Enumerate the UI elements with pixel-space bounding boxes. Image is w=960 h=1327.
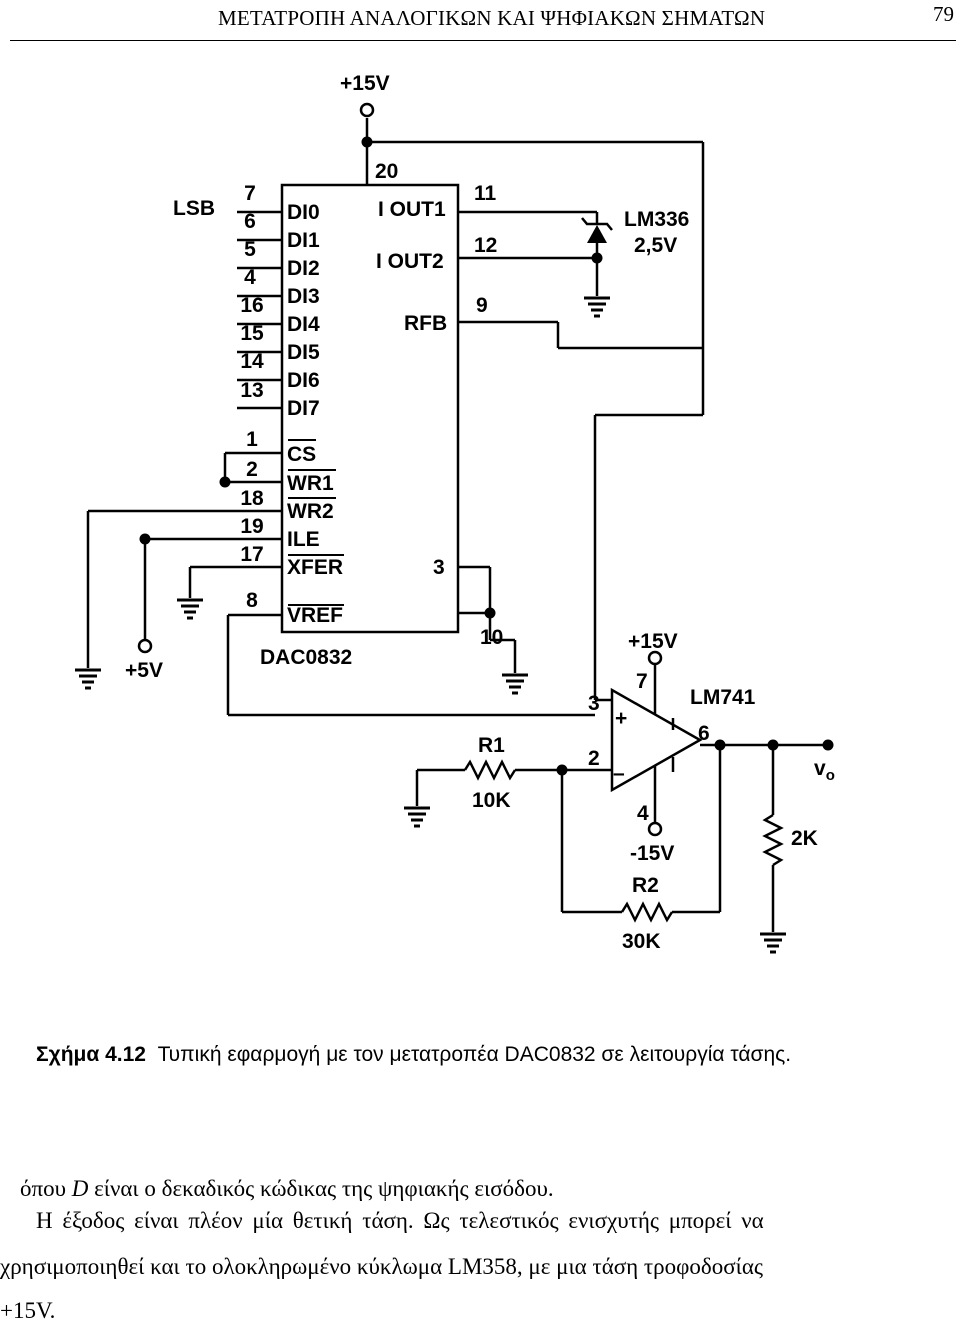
- body-text-fragment: είναι ο δεκαδικός κώδικας της ψηφιακής ε…: [88, 1176, 554, 1201]
- variable-d: D: [71, 1176, 89, 1201]
- body-text-line: χρησιμοποιηθεί και το ολοκληρωμένο κύκλω…: [0, 1254, 764, 1279]
- data-input-label: DI7: [287, 397, 320, 420]
- lm336-label: LM336: [624, 208, 689, 231]
- input-pin-number: 4: [244, 266, 256, 289]
- r1-value-label: 10K: [472, 789, 511, 812]
- r2-value-label: 30K: [622, 930, 661, 953]
- opamp-pin-7: 7: [636, 670, 648, 693]
- vref-pin-number: 8: [246, 589, 258, 612]
- ground-icon: [402, 806, 432, 828]
- input-pin-number: 5: [244, 238, 256, 261]
- plus5v-terminal-icon: [137, 638, 153, 654]
- control-pin-number: 1: [246, 428, 258, 451]
- data-input-label: DI5: [287, 341, 320, 364]
- running-header: ΜΕΤΑΤΡΟΠΗ ΑΝΑΛΟΓΙΚΩΝ ΚΑΙ ΨΗΦΙΑΚΩΝ ΣΗΜΑΤΩ…: [10, 0, 956, 41]
- control-pin-number: 2: [246, 458, 258, 481]
- circuit-diagram: +15V LSB 7 6 5 4 16 15 14 13 DI0 DI1 DI2…: [73, 72, 835, 954]
- pin-11-number: 11: [474, 182, 497, 205]
- input-pin-number: 7: [244, 182, 256, 205]
- opamp-vplus-label: +15V: [628, 630, 678, 653]
- plus15v-terminal-icon: [359, 102, 375, 118]
- opamp-vminus-terminal-icon: [647, 821, 663, 837]
- input-pin-number: 15: [240, 322, 264, 345]
- input-pin-number: 6: [244, 210, 256, 233]
- vref-label: VREF: [287, 604, 343, 627]
- iout2-label: I OUT2: [376, 250, 444, 273]
- ground-symbols: [73, 296, 788, 954]
- control-input-label: WR2: [287, 500, 334, 523]
- opamp-pin-2: 2: [588, 747, 600, 770]
- opamp-pin-6: 6: [698, 722, 710, 745]
- pin-9-number: 9: [476, 294, 488, 317]
- opamp-plus-sign: +: [615, 707, 627, 730]
- input-pin-number: 16: [240, 294, 263, 317]
- control-pin-number: 18: [240, 487, 264, 510]
- output-terminal-icon: [822, 739, 834, 751]
- pin-12-number: 12: [474, 234, 497, 257]
- ground-icon: [175, 598, 205, 620]
- lm336-zener-icon: [581, 217, 613, 243]
- r2-name-label: R2: [632, 874, 659, 897]
- control-input-label: ILE: [287, 528, 320, 551]
- opamp-vminus-label: -15V: [630, 842, 674, 865]
- iout1-label: I OUT1: [378, 198, 446, 221]
- data-input-label: DI0: [287, 201, 320, 224]
- data-input-label: DI2: [287, 257, 320, 280]
- ground-icon: [500, 673, 530, 695]
- r1-name-label: R1: [478, 734, 505, 757]
- active-low-overbars: [288, 439, 344, 556]
- page-number: 79: [933, 2, 954, 26]
- control-pin-number: 17: [240, 543, 263, 566]
- junction-dots: [139, 136, 779, 776]
- input-pin-number: 13: [240, 379, 263, 402]
- ground-icon: [73, 668, 103, 690]
- control-pin-number: 19: [240, 515, 263, 538]
- pin-10-number: 10: [480, 626, 503, 649]
- body-text-line: όπου D είναι ο δεκαδικός κώδικας της ψηφ…: [20, 1176, 554, 1202]
- figure-caption-text: Τυπική εφαρμογή με τον μετατροπέα DAC083…: [157, 1043, 792, 1066]
- data-input-label: DI3: [287, 285, 320, 308]
- ground-icon: [582, 296, 612, 318]
- supply-top-label: +15V: [340, 72, 390, 95]
- control-input-label: CS: [287, 443, 316, 466]
- data-input-label: DI4: [287, 313, 320, 336]
- plus5v-label: +5V: [125, 659, 163, 682]
- input-pin-number: 14: [240, 350, 264, 373]
- running-header-title: ΜΕΤΑΤΡΟΠΗ ΑΝΑΛΟΓΙΚΩΝ ΚΑΙ ΨΗΦΙΑΚΩΝ ΣΗΜΑΤΩ…: [218, 6, 766, 30]
- opamp-name-label: LM741: [690, 686, 756, 709]
- rfb-label: RFB: [404, 312, 447, 335]
- data-input-label: DI1: [287, 229, 320, 252]
- data-input-label: DI6: [287, 369, 320, 392]
- figure-caption-label: Σχήμα 4.12: [36, 1043, 146, 1066]
- opamp-vplus-terminal-icon: [647, 650, 663, 666]
- terminals: [137, 102, 663, 837]
- control-input-label: XFER: [287, 556, 343, 579]
- lsb-label: LSB: [173, 197, 215, 220]
- load-resistor-label: 2K: [791, 827, 818, 850]
- body-text-line: Η έξοδος είναι πλέον μία θετική τάση. Ως…: [36, 1208, 764, 1233]
- figure-caption: Σχήμα 4.12 Τυπική εφαρμογή με τον μετατρ…: [36, 1043, 791, 1067]
- chip-name-label: DAC0832: [260, 646, 352, 669]
- opamp-pin-4: 4: [637, 802, 649, 825]
- lm336-voltage-label: 2,5V: [634, 234, 677, 257]
- pin-20-number: 20: [375, 160, 398, 183]
- output-voltage-label: vo: [814, 757, 835, 784]
- body-text-fragment: όπου: [20, 1176, 72, 1201]
- wires: [86, 118, 825, 932]
- body-text-line: +15V.: [0, 1298, 56, 1323]
- pin-3-number: 3: [433, 556, 445, 579]
- opamp-pin-3: 3: [588, 692, 600, 715]
- ground-icon: [758, 932, 788, 954]
- control-input-label: WR1: [287, 472, 334, 495]
- opamp-minus-sign: –: [613, 762, 625, 785]
